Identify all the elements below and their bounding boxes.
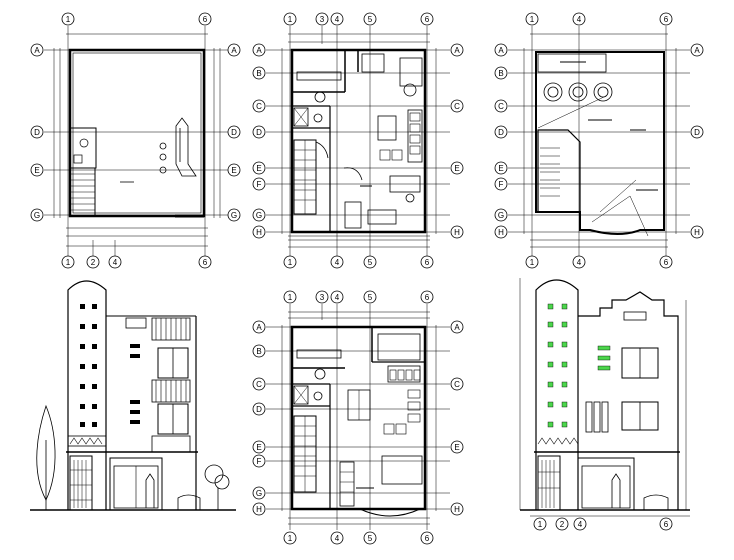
- axis-label: 4: [335, 534, 340, 543]
- axis-label: C: [454, 380, 460, 389]
- axis-label: 6: [425, 258, 430, 267]
- axis-label: E: [34, 166, 39, 175]
- axis-label: E: [231, 166, 236, 175]
- axis-label: 1: [288, 534, 293, 543]
- axis-label: A: [454, 46, 460, 55]
- axis-label: 5: [368, 258, 373, 267]
- axis-label: 1: [288, 258, 293, 267]
- side-elevation-axis-bubbles: 1 2 4 6: [533, 517, 673, 531]
- front-elevation: [30, 280, 236, 511]
- second-floor-plan: [266, 304, 450, 530]
- axis-label: 6: [203, 15, 208, 24]
- axis-label: 4: [335, 15, 340, 24]
- axis-label: G: [231, 211, 237, 220]
- axis-label: A: [454, 323, 460, 332]
- axis-label: H: [694, 228, 700, 237]
- axis-label: 5: [368, 293, 373, 302]
- axis-label: E: [256, 443, 261, 452]
- axis-label: A: [256, 46, 262, 55]
- axis-label: E: [256, 164, 261, 173]
- axis-label: 6: [425, 293, 430, 302]
- axis-label: 6: [664, 258, 669, 267]
- axis-label: B: [256, 347, 261, 356]
- axis-label: 1: [538, 520, 543, 529]
- axis-label: F: [499, 180, 504, 189]
- axis-label: A: [34, 46, 40, 55]
- axis-label: C: [454, 102, 460, 111]
- axis-label: A: [498, 46, 504, 55]
- axis-label: G: [498, 211, 504, 220]
- axis-label: C: [256, 380, 262, 389]
- axis-label: D: [34, 128, 40, 137]
- roof-plan: [508, 26, 690, 256]
- axis-label: E: [454, 443, 459, 452]
- axis-label: D: [231, 128, 237, 137]
- axis-label: 4: [577, 258, 582, 267]
- axis-label: G: [34, 211, 40, 220]
- axis-label: D: [256, 128, 262, 137]
- axis-label: 6: [425, 15, 430, 24]
- axis-label: 5: [368, 15, 373, 24]
- axis-label: 3: [320, 293, 325, 302]
- axis-label: A: [694, 46, 700, 55]
- axis-label: 2: [560, 520, 565, 529]
- axis-label: 1: [530, 258, 535, 267]
- first-floor-axis-bubbles: 1 3 4 5 6 1 4 5 6 A B C D E F G H A C E …: [252, 12, 464, 269]
- axis-label: B: [498, 69, 503, 78]
- ground-floor-axis-bubbles: 1 6 1 2 4 6 A D E G A D E G: [30, 12, 241, 269]
- axis-label: 5: [368, 534, 373, 543]
- axis-label: H: [256, 505, 262, 514]
- axis-label: D: [498, 128, 504, 137]
- side-elevation: [519, 278, 690, 517]
- axis-label: E: [454, 164, 459, 173]
- axis-label: 6: [664, 520, 669, 529]
- axis-label: 4: [578, 520, 583, 529]
- axis-label: 1: [288, 15, 293, 24]
- first-floor-plan: [266, 26, 450, 256]
- roof-plan-axis-bubbles: 1 4 6 1 4 6 A B C D E F G H A D H: [494, 12, 704, 269]
- axis-label: H: [454, 228, 460, 237]
- axis-label: A: [231, 46, 237, 55]
- axis-label: C: [498, 102, 504, 111]
- axis-label: 4: [335, 293, 340, 302]
- axis-label: 6: [425, 534, 430, 543]
- axis-label: D: [694, 128, 700, 137]
- axis-label: H: [454, 505, 460, 514]
- axis-label: 1: [66, 258, 71, 267]
- axis-label: F: [257, 457, 262, 466]
- axis-label: B: [256, 69, 261, 78]
- axis-label: 4: [335, 258, 340, 267]
- axis-label: G: [256, 211, 262, 220]
- axis-label: G: [256, 489, 262, 498]
- axis-label: C: [256, 102, 262, 111]
- axis-label: 1: [288, 293, 293, 302]
- second-floor-axis-bubbles: 1 3 4 5 6 1 4 5 6 A B C D E F G H A C E …: [252, 290, 464, 545]
- axis-label: D: [256, 405, 262, 414]
- axis-label: 6: [664, 15, 669, 24]
- axis-label: H: [256, 228, 262, 237]
- axis-label: F: [257, 180, 262, 189]
- axis-label: 3: [320, 15, 325, 24]
- axis-label: H: [498, 228, 504, 237]
- axis-label: 1: [66, 15, 71, 24]
- axis-label: E: [498, 164, 503, 173]
- axis-label: 4: [577, 15, 582, 24]
- axis-label: 1: [530, 15, 535, 24]
- axis-label: 4: [113, 258, 118, 267]
- axis-label: A: [256, 323, 262, 332]
- axis-label: 2: [91, 258, 96, 267]
- axis-label: 6: [203, 258, 208, 267]
- ground-floor-plan: [44, 26, 228, 256]
